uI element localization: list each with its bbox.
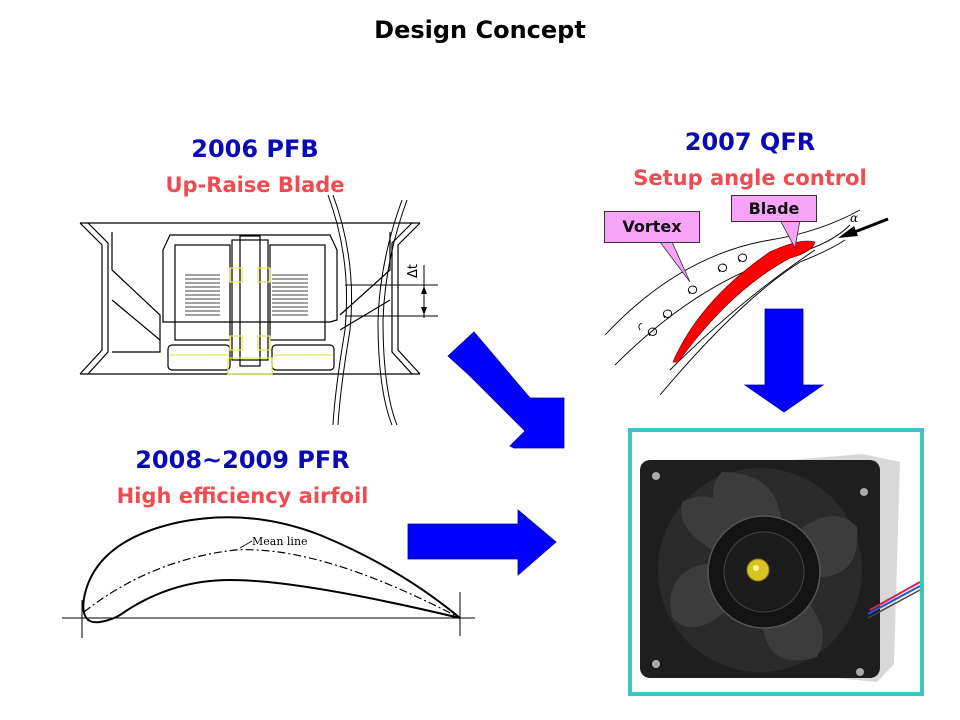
inflow-arrow	[851, 217, 889, 235]
down-arrow	[743, 308, 825, 413]
delta-t-label: Δt	[406, 264, 421, 278]
airfoil-lower-surface	[82, 578, 461, 624]
mean-line	[83, 549, 461, 619]
alpha-label: α	[850, 211, 858, 225]
airfoil-upper-surface	[83, 516, 461, 619]
wire-blue	[867, 585, 921, 615]
blade-callout: Blade	[731, 195, 817, 222]
pfb-subtitle: Up-Raise Blade	[165, 173, 345, 197]
blade-shape	[672, 240, 816, 363]
pfr-year-label: 2008~2009 PFR	[135, 446, 350, 474]
mean-line-label: Mean line	[252, 535, 308, 548]
wire-red	[869, 581, 921, 611]
fan-photo	[640, 454, 921, 682]
pfr-subtitle: High efficiency airfoil	[116, 484, 369, 508]
right-arrow	[407, 509, 557, 576]
fan-photo-frame	[628, 428, 924, 696]
pfb-year-label: 2006 PFB	[191, 135, 319, 163]
vortex-swirls	[638, 253, 747, 337]
slide-title: Design Concept	[374, 16, 586, 44]
diagonal-arrow	[447, 331, 565, 449]
qfr-subtitle: Setup angle control	[633, 166, 867, 190]
dimension-arrows	[421, 286, 427, 315]
mounting-hole	[652, 472, 660, 480]
vortex-callout: Vortex	[604, 211, 700, 243]
qfr-year-label: 2007 QFR	[684, 128, 816, 156]
flow-line-upper	[604, 209, 861, 336]
wire-black	[867, 589, 921, 619]
